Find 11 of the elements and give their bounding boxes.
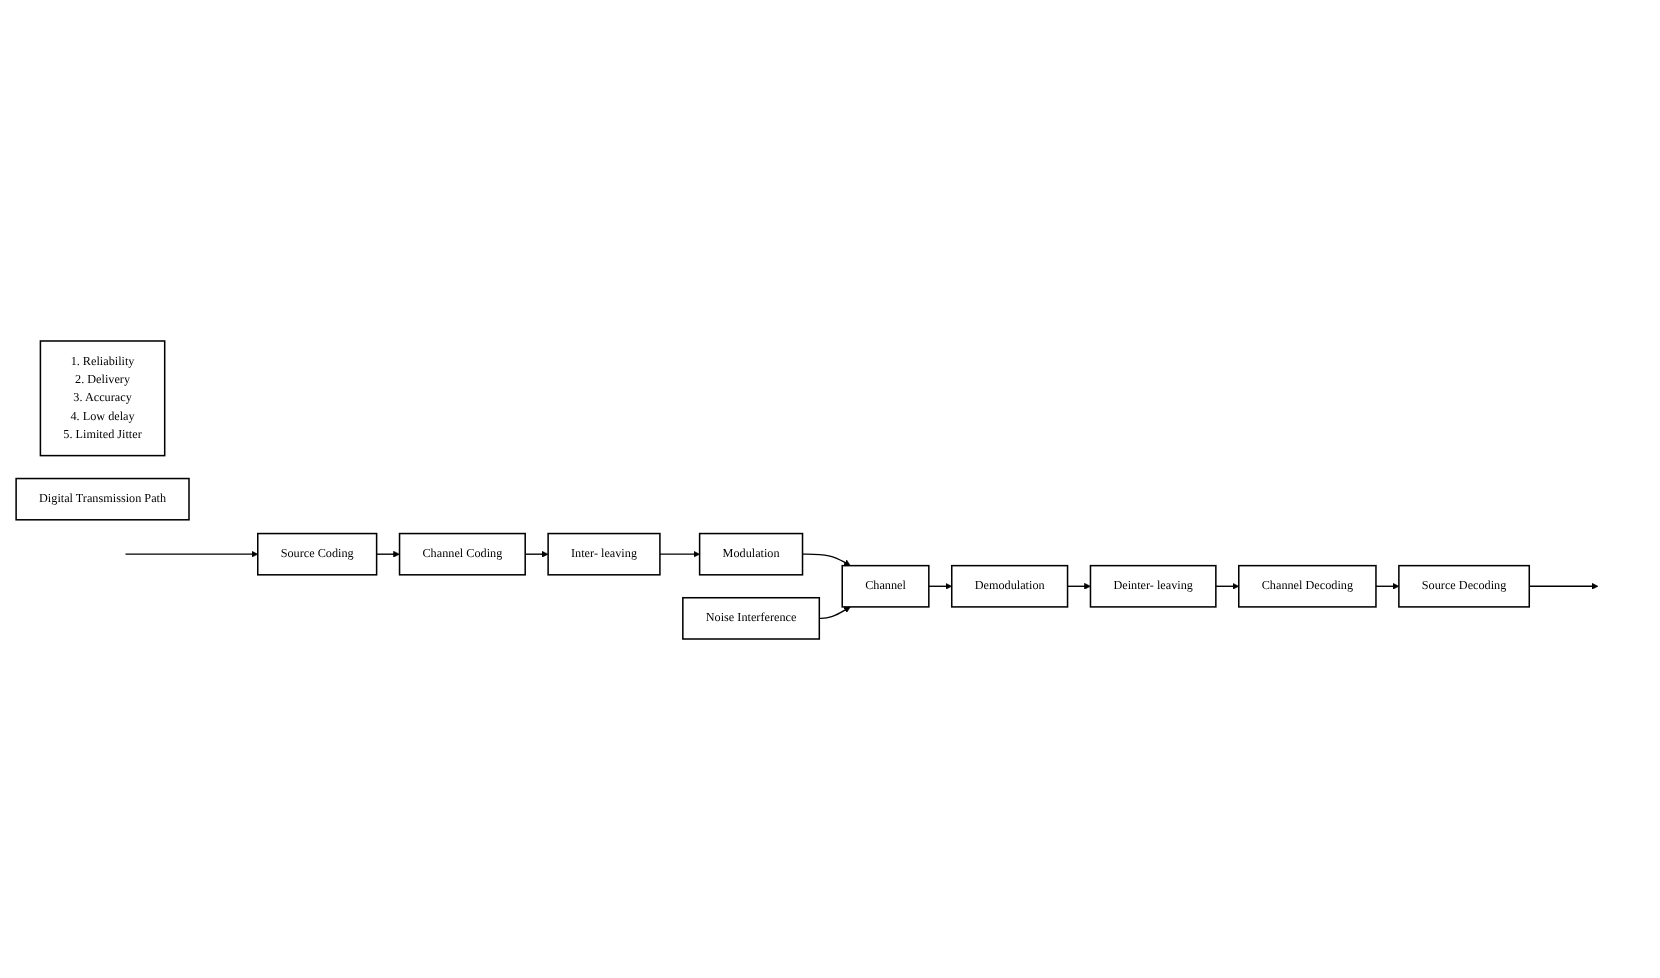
arrow bbox=[659, 549, 700, 557]
arrow bbox=[124, 549, 259, 557]
arrow bbox=[375, 549, 400, 557]
arrow bbox=[1066, 581, 1091, 589]
arrow bbox=[928, 581, 953, 589]
arrow bbox=[1215, 581, 1240, 589]
arrow bbox=[801, 552, 851, 565]
arrow bbox=[818, 605, 851, 619]
arrow bbox=[1375, 581, 1400, 589]
arrow bbox=[1528, 581, 1599, 589]
arrow bbox=[524, 549, 549, 557]
